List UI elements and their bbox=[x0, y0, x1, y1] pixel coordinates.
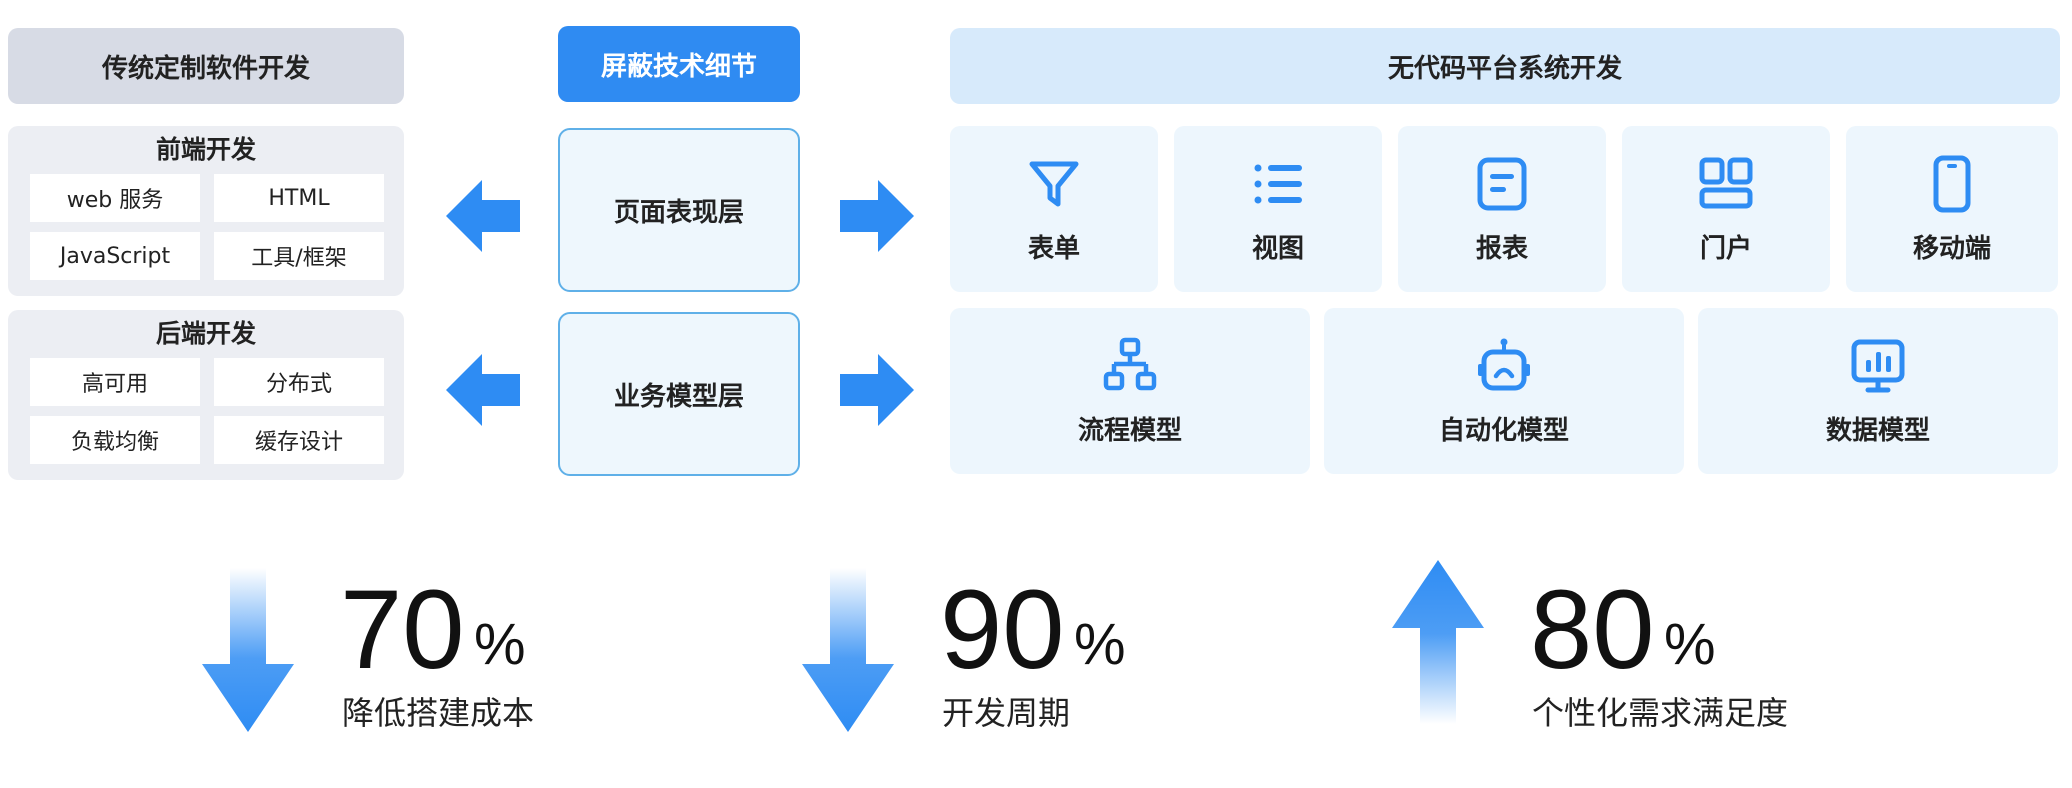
feature-tile-mobile: 移动端 bbox=[1846, 126, 2058, 292]
nocode-platform-title: 无代码平台系统开发 bbox=[950, 28, 2060, 104]
list-icon bbox=[1254, 164, 1302, 204]
tile-label: 表单 bbox=[1027, 234, 1080, 264]
frontend-item-web: web 服务 bbox=[30, 174, 200, 222]
arrow-left-icon bbox=[446, 180, 520, 252]
tile-label: 移动端 bbox=[1912, 234, 1991, 264]
feature-tile-report: 报表 bbox=[1398, 126, 1606, 292]
backend-item-distributed: 分布式 bbox=[214, 358, 384, 406]
stat-value: 80 bbox=[1530, 567, 1655, 692]
stat-label: 开发周期 bbox=[942, 694, 1071, 732]
frontend-title: 前端开发 bbox=[155, 135, 256, 164]
arrow-right-icon bbox=[840, 354, 914, 426]
backend-item-ha: 高可用 bbox=[30, 358, 200, 406]
presentation-layer: 页面表现层 bbox=[558, 128, 800, 292]
arrow-up-icon bbox=[1392, 560, 1484, 724]
robot-icon bbox=[1478, 338, 1530, 391]
stat-value: 70 bbox=[340, 567, 465, 692]
process-icon bbox=[1103, 337, 1157, 391]
data-chart-icon bbox=[1851, 339, 1905, 393]
stat-label: 个性化需求满足度 bbox=[1532, 694, 1789, 732]
tile-label: 数据模型 bbox=[1825, 416, 1930, 446]
frontend-item-html: HTML bbox=[214, 174, 384, 222]
feature-tile-form: 表单 bbox=[950, 126, 1158, 292]
stat-unit: % bbox=[1074, 612, 1126, 677]
frontend-item-javascript: JavaScript bbox=[30, 232, 200, 280]
tile-label: 报表 bbox=[1475, 234, 1528, 264]
backend-group: 后端开发 高可用 分布式 负载均衡 缓存设计 bbox=[8, 310, 404, 480]
stat-label: 降低搭建成本 bbox=[342, 694, 535, 732]
tile-label: 自动化模型 bbox=[1438, 416, 1569, 446]
feature-tile-process-model: 流程模型 bbox=[950, 308, 1310, 474]
arrow-right-icon bbox=[840, 180, 914, 252]
arrow-down-icon bbox=[202, 568, 294, 732]
portal-icon bbox=[1699, 157, 1753, 209]
frontend-item-tools: 工具/框架 bbox=[214, 232, 384, 280]
arrow-down-icon bbox=[802, 568, 894, 732]
feature-tile-automation-model: 自动化模型 bbox=[1324, 308, 1684, 474]
feature-tile-view: 视图 bbox=[1174, 126, 1382, 292]
tile-label: 门户 bbox=[1699, 234, 1752, 264]
arrow-left-icon bbox=[446, 354, 520, 426]
backend-item-loadbalance: 负载均衡 bbox=[30, 416, 200, 464]
frontend-group: 前端开发 web 服务 HTML JavaScript 工具/框架 bbox=[8, 126, 404, 296]
filter-icon bbox=[1029, 161, 1079, 207]
report-icon bbox=[1477, 157, 1527, 211]
mobile-icon bbox=[1933, 155, 1971, 213]
backend-item-cache: 缓存设计 bbox=[214, 416, 384, 464]
traditional-dev-title: 传统定制软件开发 bbox=[8, 28, 404, 104]
feature-tile-portal: 门户 bbox=[1622, 126, 1830, 292]
tile-label: 视图 bbox=[1251, 234, 1304, 264]
stat-unit: % bbox=[1664, 612, 1716, 677]
hide-details-title: 屏蔽技术细节 bbox=[558, 26, 800, 102]
stat-unit: % bbox=[474, 612, 526, 677]
tile-label: 流程模型 bbox=[1077, 416, 1182, 446]
business-model-layer: 业务模型层 bbox=[558, 312, 800, 476]
feature-tile-data-model: 数据模型 bbox=[1698, 308, 2058, 474]
stat-value: 90 bbox=[940, 567, 1065, 692]
backend-title: 后端开发 bbox=[155, 319, 256, 348]
